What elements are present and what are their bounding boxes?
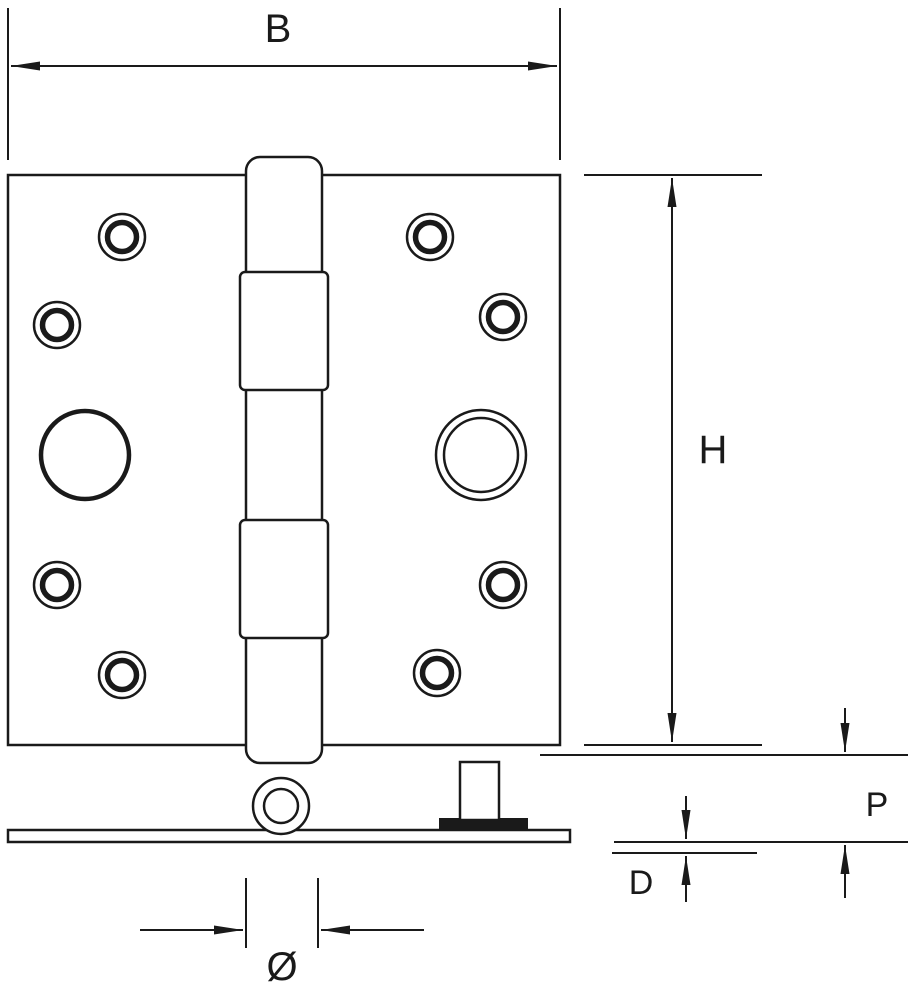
screw-hole [97,650,147,700]
screw-hole [478,560,528,610]
dimension-p: P [540,708,908,898]
hinge-front-view [6,155,562,765]
hinge-pin-column [244,155,324,765]
dim-label-d: D [629,864,654,902]
side-view-knuckle [251,776,311,836]
dim-label-b: B [265,7,292,51]
screw-hole [97,212,147,262]
dimension-diameter: Ø [140,878,424,989]
security-stud [458,760,501,822]
large-bore-hole [38,408,132,502]
screw-hole [478,292,528,342]
hinge-knuckle-lower [238,518,330,640]
dim-label-p: P [866,786,889,824]
dimension-d: D [612,796,757,902]
hinge-knuckle-upper [238,270,330,392]
dimension-h: H [584,174,762,746]
screw-hole [405,212,455,262]
screw-hole [32,560,82,610]
hinge-barrel [238,155,330,765]
dim-label-diameter: Ø [266,945,297,989]
dimension-b: B [7,7,561,160]
screw-hole [32,300,82,350]
screw-hole [412,648,462,698]
dim-label-h: H [699,428,728,472]
large-bore-hole [434,408,528,502]
hinge-side-view [6,760,572,844]
